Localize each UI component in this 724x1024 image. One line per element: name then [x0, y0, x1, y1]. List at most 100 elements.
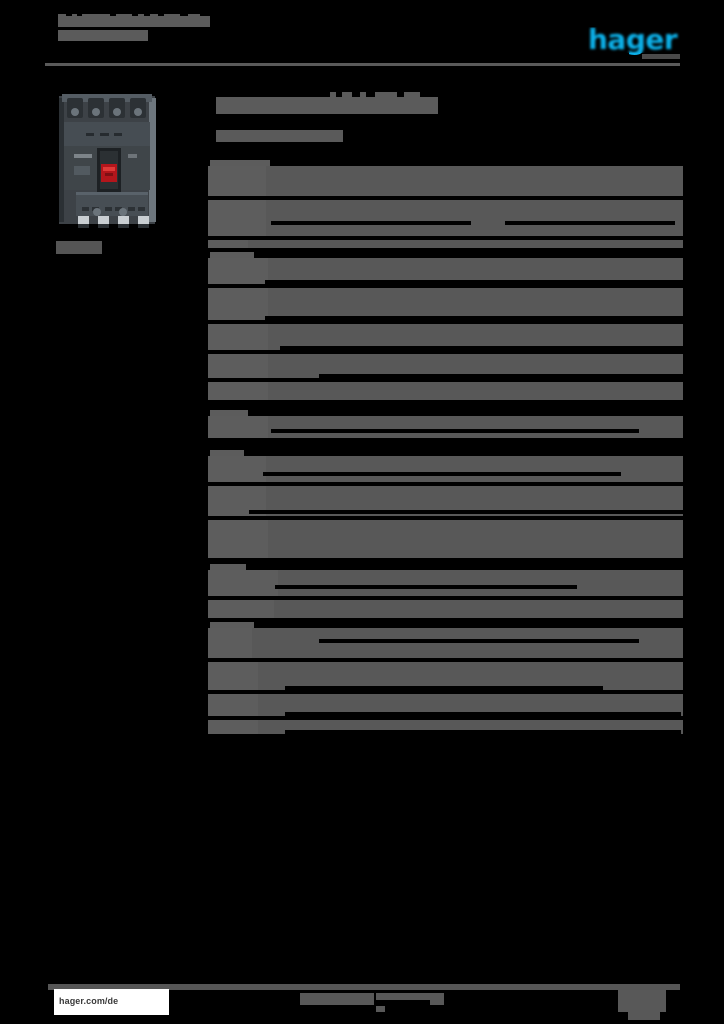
row-left-notch: [205, 486, 208, 516]
document-title-line-2: [58, 30, 148, 41]
row-value-gap-0: [249, 510, 275, 514]
title-ascender-6: [164, 14, 180, 19]
row-label-redacted: [208, 258, 268, 284]
row-label-redacted: [208, 240, 248, 248]
table-row: [205, 662, 683, 690]
row-left-notch: [205, 520, 208, 558]
section-subtitle: [216, 130, 343, 142]
row-label-redacted: [208, 662, 258, 690]
row-left-notch: [205, 382, 208, 400]
row-value-gap-0: [265, 280, 683, 284]
spec-section-header-2: [210, 410, 248, 419]
row-label-redacted: [208, 520, 268, 558]
table-row: [205, 354, 683, 378]
mccb-illustration: [59, 94, 156, 228]
footer-center-block-0: [300, 993, 374, 1005]
spec-section-header-3: [210, 450, 244, 459]
table-row: [205, 486, 683, 516]
heading-ascender-1: [342, 92, 352, 97]
footer-divider: [48, 984, 680, 990]
row-value-gap-0: [271, 429, 639, 433]
row-label-redacted: [208, 166, 266, 196]
title-ascender-0: [58, 14, 66, 19]
footer-center-info: [0, 993, 724, 1019]
spec-section-header-4: [210, 564, 246, 573]
row-value-gap-0: [319, 374, 683, 378]
footer-url-text[interactable]: hager.com/de: [59, 996, 119, 1006]
hager-logo-blur-overlay: [588, 27, 680, 53]
row-left-notch: [205, 662, 208, 690]
row-left-notch: [205, 200, 208, 236]
row-left-notch: [205, 600, 208, 618]
footer-center-block-2: [376, 1006, 385, 1012]
section-title: [216, 97, 438, 114]
row-label-redacted: [208, 200, 266, 236]
table-row: [205, 324, 683, 350]
table-row: [205, 600, 683, 618]
row-label-redacted: [208, 382, 268, 400]
table-row: [205, 416, 683, 438]
row-value-gap-1: [273, 510, 683, 514]
row-label-redacted: [208, 456, 266, 482]
page-header: hager: [0, 0, 724, 70]
row-left-notch: [205, 288, 208, 320]
footer-center-block-1: [376, 993, 442, 1000]
row-label-redacted: [208, 288, 268, 320]
row-value-gap-0: [275, 585, 577, 589]
spec-section-header-0: [210, 160, 270, 169]
table-row: [205, 694, 683, 716]
product-photo-caption: [56, 241, 102, 254]
title-ascender-1: [72, 14, 77, 19]
table-row: [205, 240, 683, 248]
row-left-notch: [205, 324, 208, 350]
row-label-redacted: [208, 570, 278, 596]
row-label-redacted: [208, 694, 258, 716]
title-ascender-5: [150, 14, 158, 19]
product-photo: [56, 88, 164, 240]
table-row: [205, 628, 683, 658]
row-value-gap-0: [271, 221, 471, 225]
row-label-redacted: [208, 628, 252, 658]
spec-section-header-1: [210, 252, 254, 261]
row-label-redacted: [208, 416, 268, 438]
hager-logo-subline: [642, 54, 680, 59]
row-label-redacted: [208, 324, 268, 350]
document-title-line-1: [58, 16, 210, 27]
heading-ascender-2: [360, 92, 366, 97]
table-row: [205, 258, 683, 284]
table-row: [205, 166, 683, 200]
table-row: [205, 288, 683, 320]
row-label-redacted: [208, 720, 258, 734]
row-left-notch: [205, 628, 208, 658]
table-row: [205, 456, 683, 482]
row-label-redacted: [208, 600, 274, 618]
table-row: [205, 520, 683, 558]
title-ascender-7: [188, 14, 200, 19]
row-value-gap-0: [285, 712, 681, 716]
row-left-notch: [205, 166, 208, 196]
row-value-gap-0: [265, 316, 683, 320]
footer-right-block-1: [628, 1012, 660, 1020]
footer-right-block-0: [618, 990, 666, 1012]
specification-table: [205, 160, 683, 734]
hager-logo: hager: [588, 26, 680, 54]
table-row: [205, 720, 683, 734]
row-left-notch: [205, 416, 208, 438]
title-ascender-4: [138, 14, 144, 19]
row-left-notch: [205, 354, 208, 378]
row-left-notch: [205, 258, 208, 284]
row-value-gap-0: [271, 196, 681, 200]
document-title: [58, 16, 210, 44]
header-divider: [45, 63, 680, 66]
table-row: [205, 200, 683, 236]
row-value-gap-0: [263, 472, 621, 476]
row-label-redacted: [208, 354, 268, 378]
document-title-ascenders: [58, 14, 210, 19]
title-ascender-3: [116, 14, 132, 19]
row-value-gap-0: [280, 346, 683, 350]
row-left-notch: [205, 694, 208, 716]
footer-url-box[interactable]: hager.com/de: [54, 989, 169, 1015]
row-value-gap-0: [319, 639, 639, 643]
row-left-notch: [205, 570, 208, 596]
